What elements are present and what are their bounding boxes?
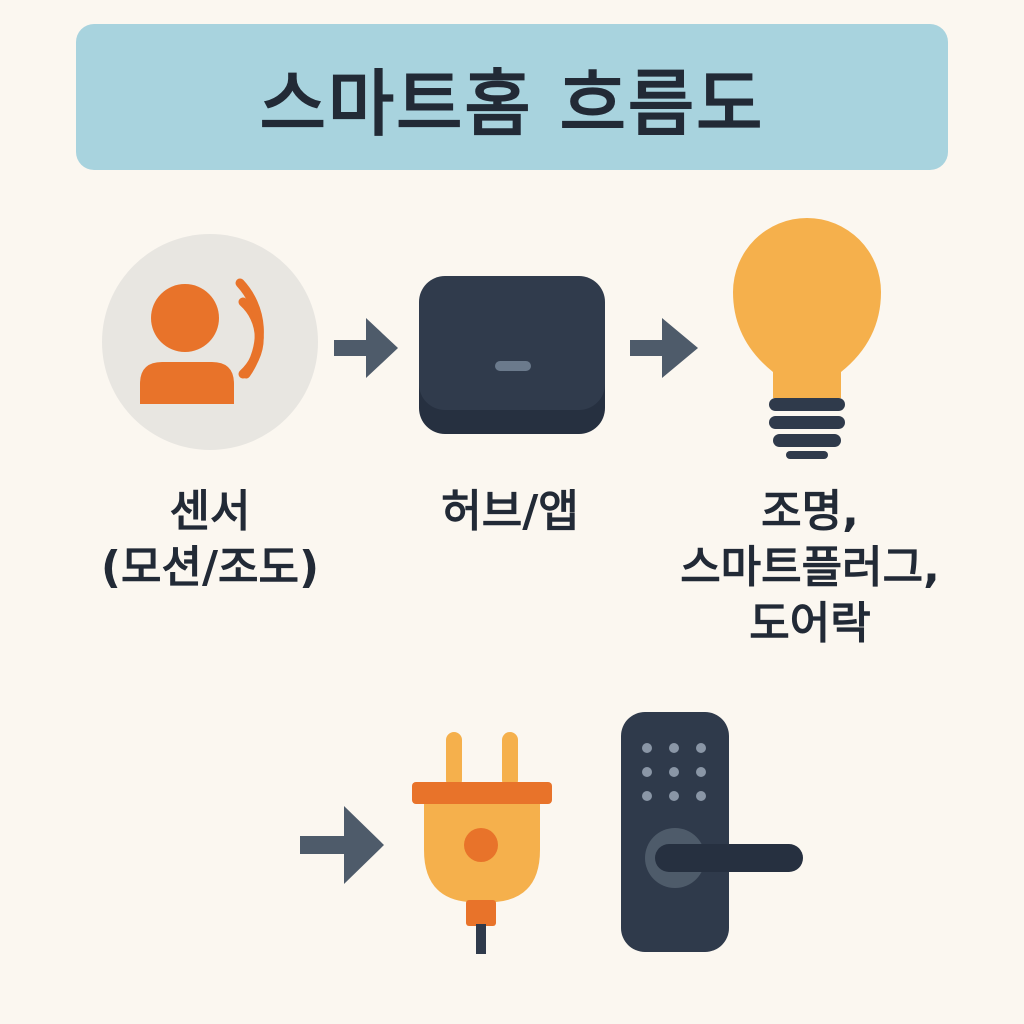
page-title: 스마트홈 흐름도 [259, 61, 765, 146]
door-lock-icon [621, 712, 803, 952]
sensor-label-line2: (모션/조도) [100, 542, 320, 593]
devices-label-line1: 조명, [761, 486, 859, 537]
smart-plug-icon [412, 732, 552, 954]
light-bulb-icon [733, 218, 881, 459]
devices-label: 조명, 스마트플러그, 도어락 [620, 484, 1000, 652]
sensor-label: 센서 (모션/조도) [40, 484, 380, 596]
hub-label: 허브/앱 [380, 484, 640, 540]
hub-label-line1: 허브/앱 [441, 486, 579, 537]
person-motion-sensor-icon [102, 234, 318, 450]
title-banner: 스마트홈 흐름도 [76, 24, 948, 170]
devices-label-line2: 스마트플러그, [680, 542, 940, 593]
arrow-hub-to-devices [630, 318, 698, 378]
arrow-to-plug [300, 806, 384, 884]
arrow-sensor-to-hub [334, 318, 398, 378]
hub-device-icon [419, 276, 605, 434]
sensor-label-line1: 센서 [169, 486, 251, 537]
devices-label-line3: 도어락 [749, 598, 871, 649]
